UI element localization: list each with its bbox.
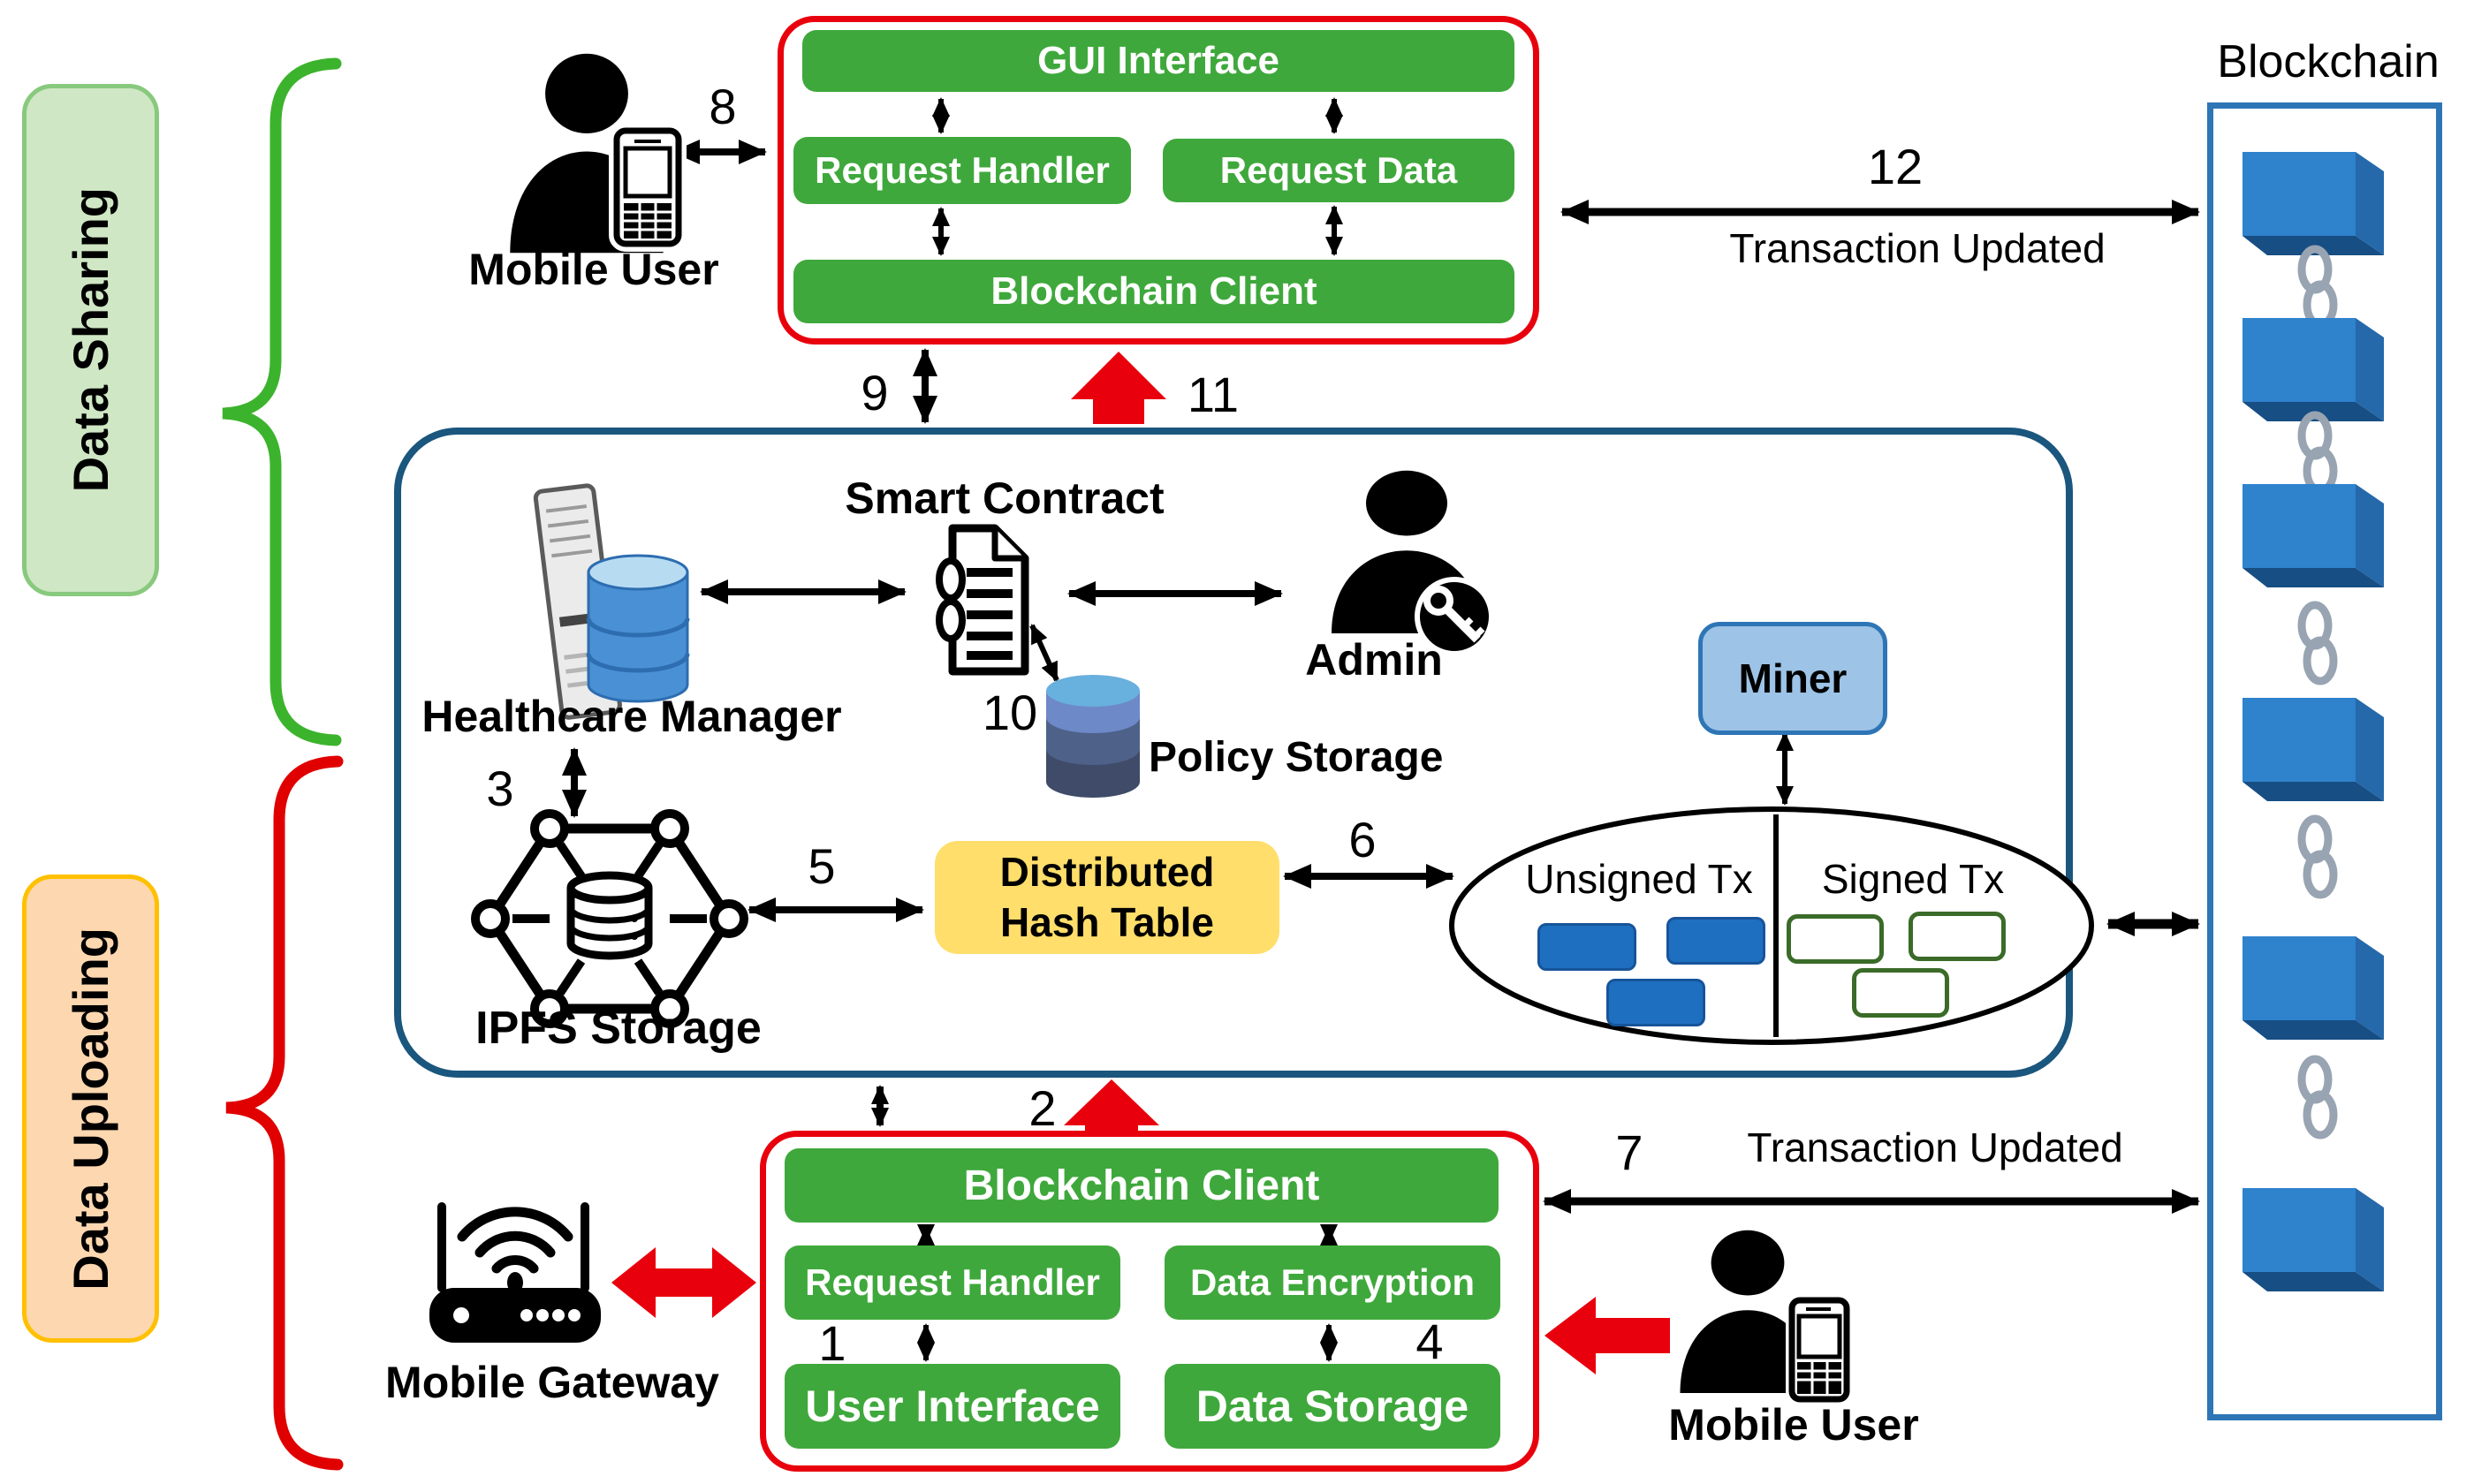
mobile-user-bottom-icon <box>1680 1230 1853 1405</box>
step-11-label: 11 <box>1187 367 1240 422</box>
step-1-label: 1 <box>818 1315 846 1371</box>
arrow-contract-policy <box>1029 624 1059 682</box>
step-5-label: 5 <box>808 838 836 894</box>
gui-interface-label: GUI Interface <box>1037 39 1279 82</box>
blockchain-title: Blockchain <box>2217 36 2440 87</box>
cube-4 <box>2243 698 2384 801</box>
cube-1 <box>2243 152 2384 255</box>
blockchain-client-top-node: Blockchain Client <box>793 260 1514 323</box>
red-arrow-gateway <box>611 1247 756 1318</box>
transaction-updated-bottom-label: Transaction Updated <box>1747 1124 2123 1170</box>
miner-node: Miner <box>1698 622 1887 735</box>
request-handler-bottom-label: Request Handler <box>805 1261 1100 1303</box>
distributed-hash-table-node: Distributed Hash Table <box>935 841 1279 954</box>
mobile-user-top-icon <box>510 53 687 254</box>
signed-tx-block-3 <box>1852 968 1949 1018</box>
user-interface-node: User Interface <box>785 1364 1120 1449</box>
top-client-box <box>778 16 1539 344</box>
step-8-label: 8 <box>709 79 737 134</box>
cube-5 <box>2243 936 2384 1040</box>
healthcare-manager-title: Healthcare Manager <box>421 692 842 741</box>
unsigned-tx-block-1 <box>1537 923 1636 971</box>
mobile-user-top-title: Mobile User <box>468 245 719 294</box>
dht-label-line2: Hash Table <box>1000 899 1214 945</box>
admin-icon <box>1332 470 1494 656</box>
step-10-label: 10 <box>982 685 1038 740</box>
ipfs-storage-title: IPFS Storage <box>475 1003 762 1054</box>
user-interface-label: User Interface <box>805 1382 1100 1431</box>
smart-contract-icon <box>936 524 1029 676</box>
blockchain-client-top-label: Blockchain Client <box>990 269 1317 313</box>
signed-tx-block-1 <box>1787 914 1884 964</box>
blockchain-client-bottom-node: Blockchain Client <box>785 1148 1499 1223</box>
data-storage-node: Data Storage <box>1165 1364 1500 1449</box>
data-sharing-section-box: Data Sharing <box>22 84 159 596</box>
bottom-client-box <box>760 1131 1539 1472</box>
request-handler-bottom-node: Request Handler <box>785 1246 1120 1320</box>
mobile-gateway-icon <box>429 1202 601 1343</box>
admin-title: Admin <box>1305 635 1443 685</box>
data-uploading-brace <box>225 755 344 1471</box>
request-data-label: Request Data <box>1219 149 1458 191</box>
gui-interface-node: GUI Interface <box>802 30 1514 92</box>
miner-label: Miner <box>1738 655 1848 701</box>
signed-tx-block-2 <box>1909 912 2006 961</box>
red-arrow-2 <box>1064 1079 1159 1131</box>
cube-6 <box>2243 1188 2384 1291</box>
step-3-label: 3 <box>486 761 514 816</box>
data-encryption-node: Data Encryption <box>1165 1246 1500 1320</box>
unsigned-tx-label: Unsigned Tx <box>1525 856 1753 902</box>
step-4-label: 4 <box>1415 1314 1444 1369</box>
smart-contract-title: Smart Contract <box>845 473 1165 523</box>
transaction-updated-top-label: Transaction Updated <box>1729 225 2106 271</box>
blockchain-cubes <box>2243 152 2384 1291</box>
request-handler-top-label: Request Handler <box>815 149 1110 191</box>
blockchain-client-bottom-label: Blockchain Client <box>963 1162 1320 1209</box>
step-9-label: 9 <box>861 365 889 420</box>
cube-3 <box>2243 484 2384 587</box>
mobile-gateway-title: Mobile Gateway <box>385 1358 719 1407</box>
policy-storage-title: Policy Storage <box>1149 734 1444 781</box>
step-6-label: 6 <box>1348 812 1377 867</box>
ipfs-storage-icon <box>471 809 748 1028</box>
step-7-label: 7 <box>1615 1124 1643 1180</box>
data-storage-label: Data Storage <box>1195 1382 1469 1431</box>
dht-label-line1: Distributed <box>999 848 1215 895</box>
healthcare-manager-icon <box>533 483 690 720</box>
policy-storage-icon <box>1046 675 1140 798</box>
blockchain-column <box>2207 102 2442 1420</box>
data-sharing-brace <box>222 57 342 746</box>
data-uploading-section-box: Data Uploading <box>22 874 159 1343</box>
mobile-user-bottom-title: Mobile User <box>1668 1400 1919 1450</box>
unsigned-tx-block-2 <box>1666 917 1765 965</box>
red-arrow-user-to-client <box>1544 1297 1670 1374</box>
red-arrow-11 <box>1071 352 1166 424</box>
request-data-node: Request Data <box>1163 139 1514 202</box>
data-encryption-label: Data Encryption <box>1189 1261 1476 1303</box>
step-2-label: 2 <box>1028 1080 1057 1136</box>
step-12-label: 12 <box>1867 139 1924 194</box>
signed-tx-label: Signed Tx <box>1821 856 2005 902</box>
middle-platform-box <box>394 428 2073 1078</box>
unsigned-tx-block-3 <box>1606 979 1705 1026</box>
request-handler-top-node: Request Handler <box>793 137 1131 204</box>
cube-2 <box>2243 318 2384 421</box>
